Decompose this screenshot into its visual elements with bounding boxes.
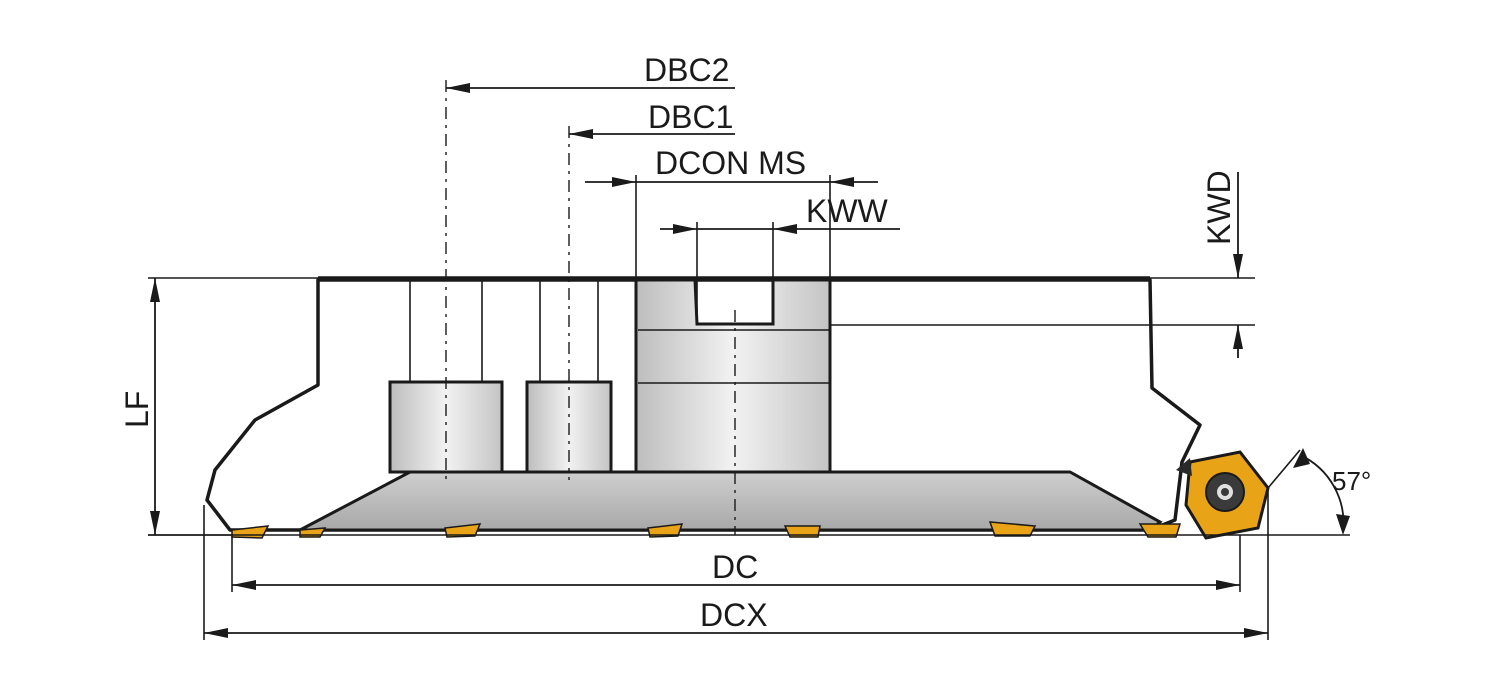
- cutter-face: [299, 470, 1163, 532]
- dbc2-dimension: DBC2: [446, 52, 735, 93]
- torx-screw-icon: [1205, 472, 1245, 512]
- dcx-label: DCX: [700, 597, 768, 633]
- dc-dimension: DC: [231, 535, 1241, 592]
- kwd-dimension: KWD: [1150, 170, 1255, 358]
- kwd-label: KWD: [1201, 170, 1237, 245]
- angle-label: 57°: [1332, 466, 1371, 496]
- center-bore: [634, 278, 832, 474]
- dcon-ms-label: DCON MS: [655, 145, 806, 181]
- lf-dimension: LF: [119, 277, 318, 536]
- angle-dimension: 57°: [1267, 448, 1371, 535]
- dc-label: DC: [712, 549, 758, 585]
- dbc1-label: DBC1: [648, 99, 733, 135]
- dbc2-label: DBC2: [644, 52, 729, 88]
- kww-label: KWW: [806, 193, 889, 229]
- kww-dimension: KWW: [660, 193, 900, 320]
- dcx-dimension: DCX: [203, 490, 1269, 640]
- dcon-ms-dimension: DCON MS: [585, 145, 878, 278]
- lf-label: LF: [119, 391, 155, 428]
- dbc1-dimension: DBC1: [569, 99, 735, 139]
